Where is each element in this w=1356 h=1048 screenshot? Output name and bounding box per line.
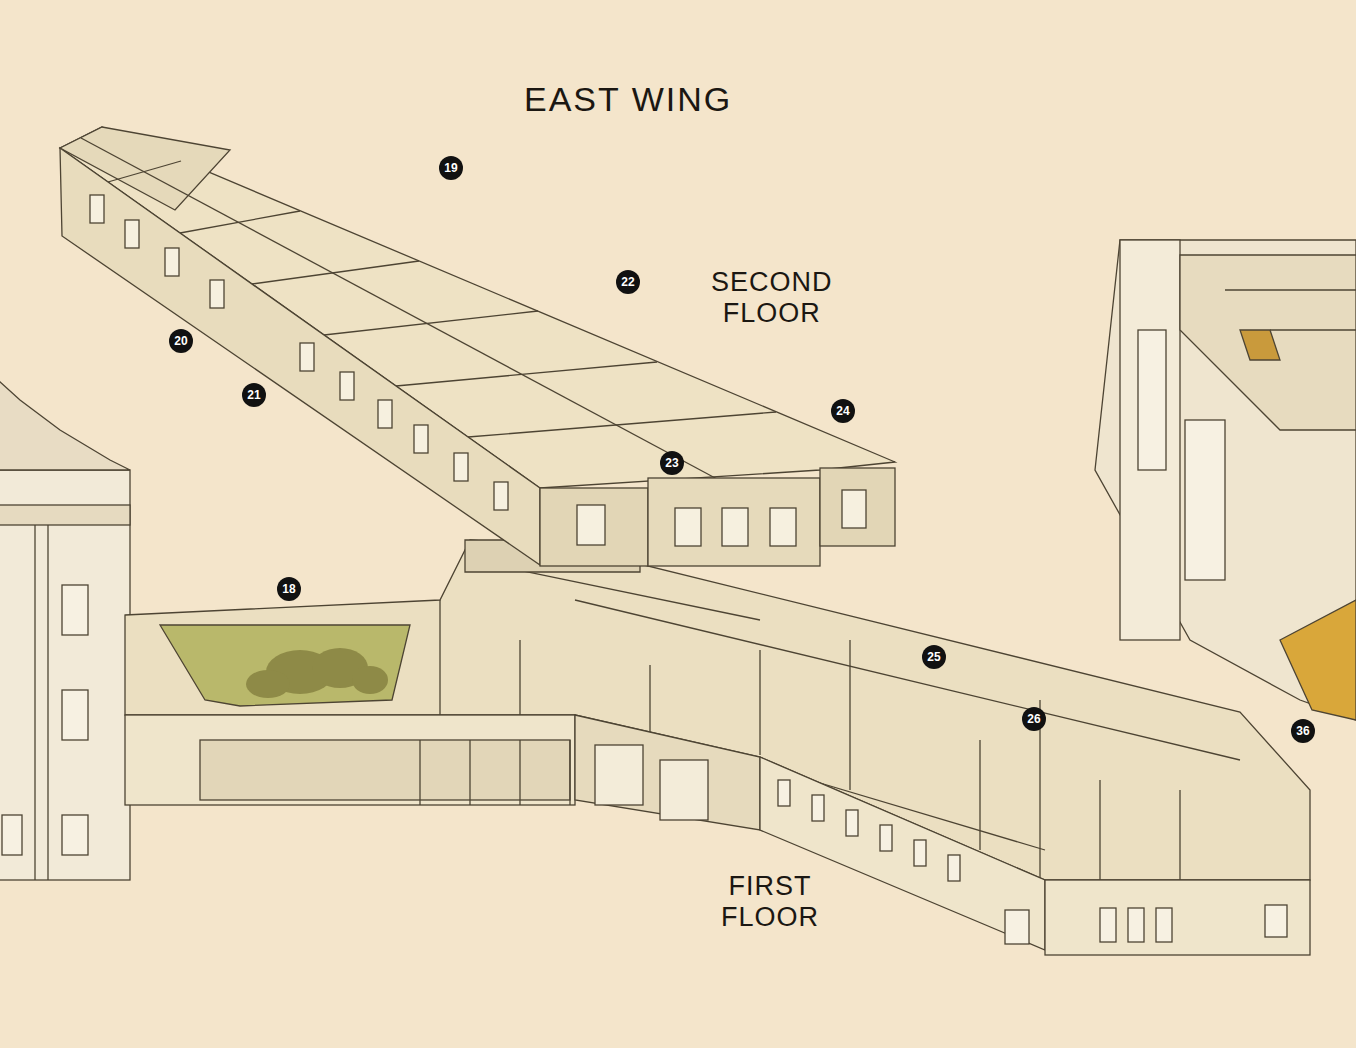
callout-number: 24: [831, 399, 855, 423]
callout-number: 18: [277, 577, 301, 601]
callout-number: 36: [1291, 719, 1315, 743]
callout-number: 25: [922, 645, 946, 669]
callout-number: 26: [1022, 707, 1046, 731]
callout-number: 20: [169, 329, 193, 353]
callout-number: 21: [242, 383, 266, 407]
diagram-title: EAST WING: [524, 80, 732, 119]
callout-number: 22: [616, 270, 640, 294]
callout-number: 19: [439, 156, 463, 180]
floor-label: FIRST FLOOR: [718, 871, 822, 933]
callout-number: 23: [660, 451, 684, 475]
floor-label: SECOND FLOOR: [708, 267, 836, 329]
